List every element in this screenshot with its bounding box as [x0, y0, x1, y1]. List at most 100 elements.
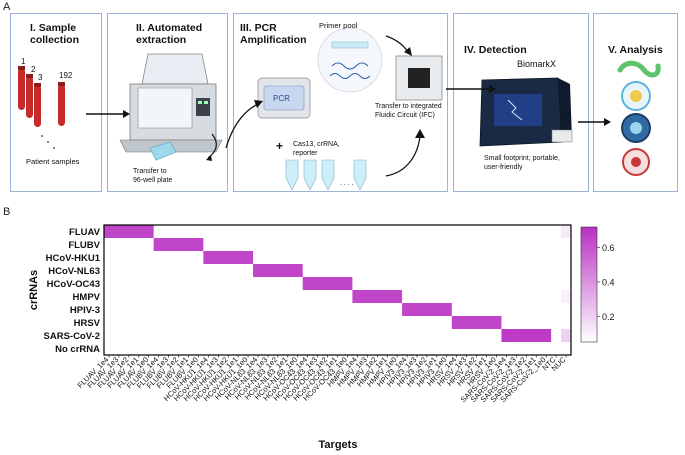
heatmap-cell — [243, 316, 254, 330]
heatmap-cell — [561, 238, 572, 252]
heatmap-cell — [302, 303, 313, 317]
colorbar-tick-label: 0.4 — [602, 277, 615, 287]
heatmap-cell — [123, 225, 135, 239]
heatmap-cell — [451, 251, 463, 265]
heatmap-cell — [521, 329, 532, 343]
heatmap-cell — [461, 303, 472, 317]
heatmap-cell — [123, 329, 135, 343]
heatmap-cell — [213, 316, 224, 330]
heatmap-cell — [153, 329, 164, 343]
heatmap-cell — [372, 238, 383, 252]
heatmap-cell — [173, 277, 184, 291]
heatmap-cell — [163, 264, 174, 278]
heatmap-cell — [491, 277, 502, 291]
heatmap-cell — [511, 329, 522, 343]
heatmap-cell — [491, 225, 502, 239]
tubes-ellipsis: . . . . — [340, 180, 354, 187]
heatmap-cell — [262, 303, 274, 317]
heatmap-cell — [481, 303, 492, 317]
panel-b-letter: B — [3, 206, 11, 218]
heatmap-cell — [531, 290, 542, 304]
heatmap-cell — [262, 264, 274, 278]
heatmap-cell — [421, 329, 433, 343]
heatmap-cell — [163, 303, 174, 317]
heatmap-cell — [551, 303, 562, 317]
heatmap-cell — [253, 316, 264, 330]
heatmap-cell — [451, 264, 463, 278]
heatmap-cell — [332, 342, 343, 356]
heatmap-cell — [292, 316, 304, 330]
heatmap-cell — [322, 342, 333, 356]
heatmap-cell — [322, 251, 333, 265]
heatmap-cell — [481, 277, 492, 291]
heatmap-cell — [312, 329, 323, 343]
arrowhead-icon — [415, 129, 425, 138]
heatmap-cell — [352, 238, 363, 252]
heatmap-cell — [193, 329, 204, 343]
heatmap-cell — [312, 342, 323, 356]
heatmap-cell — [183, 290, 194, 304]
heatmap-cell — [541, 277, 552, 291]
heatmap-cell — [372, 290, 383, 304]
heatmap-cell — [143, 225, 154, 239]
tube-1-icon — [18, 66, 25, 110]
row-label: HMPV — [73, 292, 101, 303]
heatmap-cell — [541, 303, 552, 317]
heatmap-cell — [183, 225, 194, 239]
heatmap-cell — [292, 238, 304, 252]
heatmap-cell — [104, 277, 115, 291]
heatmap-cell — [322, 264, 333, 278]
heatmap-cell — [113, 238, 125, 252]
heatmap-cell — [173, 329, 184, 343]
heatmap-cell — [511, 290, 522, 304]
heatmap-cell — [133, 251, 145, 265]
heatmap-cell — [531, 342, 542, 356]
heatmap-cell — [253, 329, 264, 343]
step-4-caption-line2: user-friendly — [484, 163, 523, 171]
heatmap-cell — [511, 251, 522, 265]
heatmap-cell — [461, 329, 472, 343]
heatmap-cell — [153, 290, 164, 304]
heatmap-cell — [302, 264, 313, 278]
heatmap-cell — [372, 342, 383, 356]
heatmap-cell — [193, 316, 204, 330]
heatmap-cell — [471, 342, 482, 356]
step-3-title: III. PCR Amplification — [240, 22, 307, 46]
row-label: FLUBV — [68, 240, 100, 251]
heatmap-cell — [372, 303, 383, 317]
heatmap-cell — [183, 251, 194, 265]
row-label: HRSV — [74, 318, 101, 329]
heatmap-cell — [173, 238, 184, 252]
heatmap-cell — [272, 264, 284, 278]
step-2-caption: Transfer to 96-well plate — [133, 168, 172, 185]
heatmap-cell — [481, 342, 492, 356]
heatmap-cell — [451, 277, 463, 291]
heatmap-cell — [113, 316, 125, 330]
heatmap-cell — [521, 342, 532, 356]
heatmap-cell — [213, 277, 224, 291]
heatmap-cell — [322, 225, 333, 239]
heatmap-cell — [233, 264, 244, 278]
heatmap-cell — [213, 342, 224, 356]
heatmap-cell — [461, 316, 472, 330]
heatmap-cell — [471, 303, 482, 317]
heatmap-cell — [342, 342, 353, 356]
heatmap-cell — [282, 303, 294, 317]
heatmap-cell — [431, 264, 443, 278]
heatmap-cell — [531, 264, 542, 278]
heatmap-cell — [262, 329, 274, 343]
heatmap-cell — [302, 290, 313, 304]
heatmap-cell — [541, 225, 552, 239]
step-1-title-line1: I. Sample — [30, 22, 77, 34]
heatmap-cell — [382, 264, 393, 278]
heatmap-cell — [292, 303, 304, 317]
heatmap-cell — [133, 225, 145, 239]
heatmap-cell — [521, 290, 532, 304]
heatmap-cell — [213, 264, 224, 278]
heatmap-cell — [153, 342, 164, 356]
heatmap-cell — [143, 277, 154, 291]
heatmap-cell — [322, 277, 333, 291]
heatmap-cell — [352, 316, 363, 330]
heatmap-cell — [253, 225, 264, 239]
heatmap-cell — [392, 238, 403, 252]
